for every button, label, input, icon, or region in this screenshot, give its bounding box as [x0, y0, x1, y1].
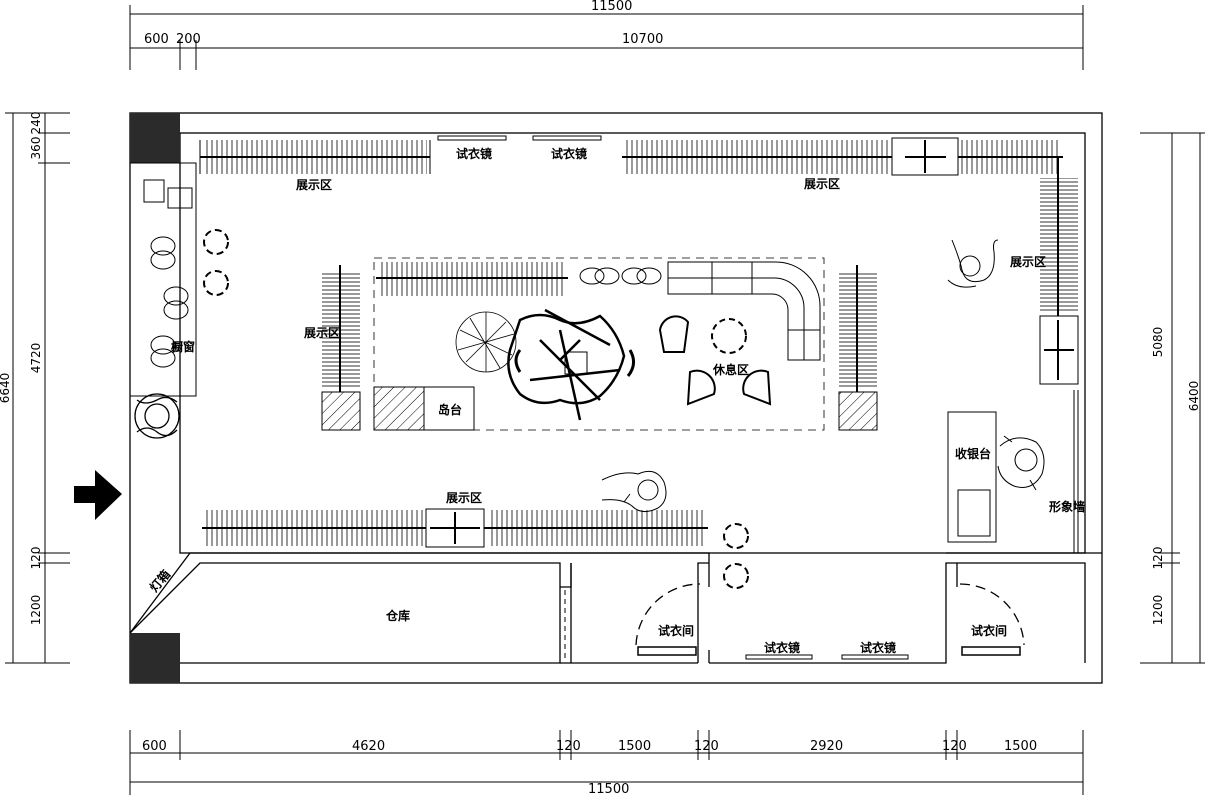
pillar-bottom-left	[130, 633, 180, 683]
display-mannequins-center	[579, 267, 662, 285]
plant-entrance	[134, 393, 180, 439]
person-right-top	[947, 239, 999, 288]
label-cashier: 收银台	[955, 447, 992, 461]
label-fitting-2: 试衣间	[971, 624, 1008, 638]
rack-top-right	[622, 137, 1063, 176]
dim-left-e: 1200	[29, 594, 43, 626]
label-mirror-bottom-1: 试衣镜	[764, 641, 801, 655]
rack-right	[1039, 157, 1079, 385]
island-table	[373, 386, 475, 431]
label-fitting-1: 试衣间	[658, 624, 695, 638]
left-dimension-lines	[5, 112, 70, 664]
rack-center-right	[838, 265, 878, 431]
person-center-bottom	[601, 470, 667, 512]
dim-bottom-8: 1500	[1004, 739, 1038, 754]
curved-sofa	[667, 261, 821, 361]
label-mirror-top-1: 试衣镜	[456, 147, 493, 161]
outer-walls	[129, 112, 1103, 684]
right-dimension-lines	[1140, 132, 1205, 664]
rack-top-left	[199, 140, 431, 174]
dim-left-c: 4720	[29, 342, 43, 374]
entrance-arrow-icon	[74, 470, 122, 520]
label-storage: 仓库	[386, 609, 411, 623]
dim-right-total: 6400	[1187, 380, 1201, 412]
shop-window	[129, 162, 197, 397]
dim-right-a: 5080	[1151, 326, 1165, 358]
dim-left-a: 240	[29, 111, 43, 135]
label-mirror-top-2: 试衣镜	[551, 147, 588, 161]
dim-top-c: 10700	[622, 32, 664, 47]
lounge-chairs	[658, 315, 772, 406]
dim-bottom-4: 1500	[618, 739, 652, 754]
fitting-door-frames	[637, 646, 1021, 656]
top-dimension-lines	[129, 5, 1084, 70]
label-mirror-bottom-2: 试衣镜	[860, 641, 897, 655]
dim-right-c: 1200	[1151, 594, 1165, 626]
cashier-counter	[947, 390, 1079, 553]
dim-left-b: 360	[29, 136, 43, 160]
dim-top-b: 200	[176, 32, 201, 47]
dim-top-a: 600	[144, 32, 169, 47]
label-island: 岛台	[438, 403, 463, 417]
dim-bottom-1: 600	[142, 739, 167, 754]
dim-bottom-total: 11500	[588, 782, 630, 797]
plant-center-left	[455, 311, 517, 373]
stools-left	[203, 229, 229, 296]
mirror-bottom	[745, 654, 909, 660]
tree-center	[507, 308, 635, 421]
dim-left-d: 120	[29, 546, 43, 570]
dim-bottom-5: 120	[694, 739, 719, 754]
label-display-bottom: 展示区	[446, 491, 483, 505]
center-zone-boundary	[373, 257, 825, 431]
dim-top-total: 11500	[591, 0, 633, 14]
label-window: 橱窗	[171, 340, 196, 354]
label-display-left: 展示区	[304, 326, 341, 340]
dim-bottom-2: 4620	[352, 739, 386, 754]
fitting-doors	[635, 583, 1025, 646]
dim-right-b: 120	[1151, 546, 1165, 570]
pillar-top-left	[130, 113, 180, 163]
label-display-right: 展示区	[1010, 255, 1047, 269]
bottom-rooms-walls	[129, 552, 1102, 664]
stools-bottom	[723, 523, 749, 589]
label-display-top-right: 展示区	[804, 177, 841, 191]
dim-left-total: 6640	[0, 372, 12, 404]
rack-center-left	[321, 265, 361, 431]
label-display-top-left: 展示区	[296, 178, 333, 192]
dim-bottom-3: 120	[556, 739, 581, 754]
rack-bottom	[202, 508, 708, 548]
label-lounge: 休息区	[713, 363, 750, 377]
rack-center-top	[376, 262, 568, 296]
dim-bottom-7: 120	[942, 739, 967, 754]
mirror-top	[437, 135, 602, 141]
dim-bottom-6: 2920	[810, 739, 844, 754]
label-image-wall: 形象墙	[1049, 500, 1086, 514]
person-cashier	[997, 435, 1045, 491]
bottom-dimension-lines	[129, 730, 1084, 795]
